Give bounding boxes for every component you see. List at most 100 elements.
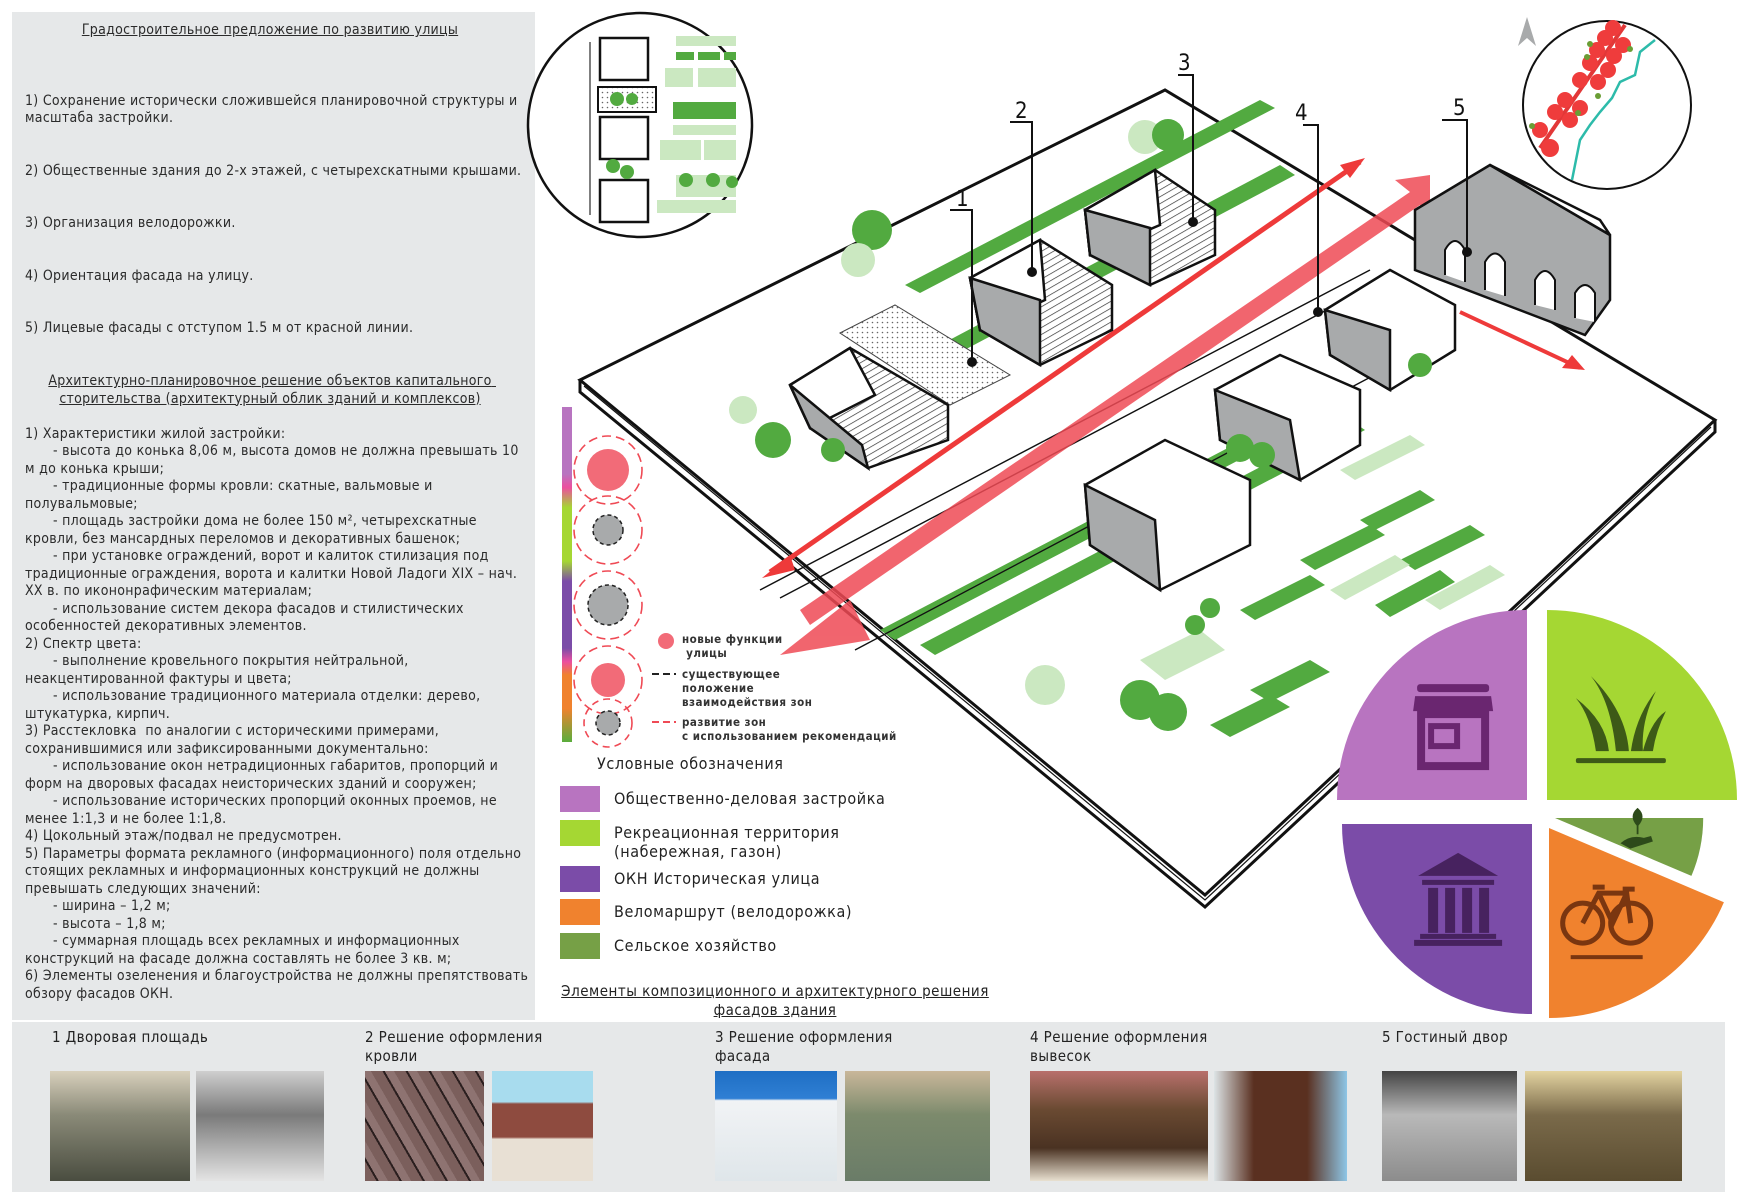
- architecture-sub-item: - высота – 1,8 м;: [53, 915, 166, 932]
- bike-route-arrowhead-right: [1562, 355, 1585, 370]
- heading-architecture: Архитектурно-планировочное решение объек…: [48, 373, 496, 407]
- street-proposal-list: 1) Сохранение исторически сложившейся пл…: [25, 58, 530, 356]
- zone-interaction-circles: [573, 435, 643, 748]
- pie-segment-bike-route: [1549, 828, 1724, 1018]
- legend-label: ОКН Историческая улица: [614, 869, 821, 888]
- building-lower-2: [1083, 438, 1252, 593]
- architecture-item: 2) Спектр цвета:: [25, 635, 142, 652]
- street-development-arrow: [780, 175, 1430, 655]
- shop-icon: [1413, 684, 1494, 771]
- legend-swatch: [560, 820, 600, 846]
- ref-label: 2 Решение оформления кровли: [365, 1028, 543, 1065]
- architecture-item: 6) Элементы озеленения и благоустройства…: [25, 968, 529, 1002]
- new-functions-key-dot: [658, 633, 674, 649]
- legend-swatch: [560, 933, 600, 959]
- building-number-leaders: [950, 74, 1468, 360]
- ref-label: 1 Дворовая площадь: [52, 1028, 209, 1046]
- architecture-item: 4) Цокольный этаж/подвал не предусмотрен…: [25, 828, 342, 844]
- architecture-sub-item: - ширина – 1,2 м;: [53, 898, 171, 914]
- ref-label: 5 Гостиный двор: [1382, 1028, 1509, 1046]
- bike-route-arrow-right: [1459, 310, 1581, 370]
- plan-inset-circle: [526, 11, 754, 239]
- light-green-zones: [1140, 435, 1505, 680]
- heading-street-development: Градостроительное предложение по развити…: [81, 22, 459, 38]
- ref-courtyard: 1 Дворовая площадь: [52, 1028, 267, 1047]
- photo-signage-2: [1214, 1071, 1347, 1181]
- facade-elements-title: Элементы композиционного и архитектурног…: [561, 982, 989, 1019]
- legend-swatch: [560, 899, 600, 925]
- ref-facade: 3 Решение оформления фасада: [715, 1028, 930, 1066]
- key-zone-development: развитие зон с использованием рекомендац…: [682, 715, 897, 743]
- photo-gostiny-dvor-2: [1525, 1071, 1682, 1181]
- legend-label: Общественно-деловая застройка: [614, 789, 886, 808]
- building-2: [968, 237, 1114, 368]
- legend-label: Веломаршрут (велодорожка): [614, 902, 853, 921]
- grass-icon: [1575, 676, 1666, 764]
- ref-roof: 2 Решение оформления кровли: [365, 1028, 580, 1066]
- architecture-sub-item: - использование традиционного материала …: [25, 688, 485, 722]
- architecture-sub-item: - суммарная площадь всех рекламных и инф…: [25, 933, 464, 967]
- pie-segment-recreation: [1547, 610, 1737, 800]
- photo-signage-1: [1030, 1071, 1208, 1181]
- key-new-functions: новые функции улицы: [682, 632, 783, 660]
- key-existing-position: существующее положение взаимодействия зо…: [682, 667, 813, 709]
- legend-item-recreation: Рекреационная территория (набережная, га…: [560, 820, 840, 861]
- building-5-gostiny-dvor: [1413, 163, 1612, 337]
- proposal-item: 4) Ориентация фасада на улицу.: [25, 267, 254, 284]
- trees: [729, 119, 1432, 731]
- legend-title: Условные обозначения: [597, 754, 784, 773]
- architecture-item: 1) Характеристики жилой застройки:: [25, 425, 286, 442]
- photo-roof-1: [365, 1071, 484, 1181]
- building-number-4: 4: [1295, 101, 1308, 126]
- museum-icon: [1414, 852, 1503, 946]
- building-number-3: 3: [1178, 51, 1191, 76]
- proposal-item: 1) Сохранение исторически сложившейся пл…: [25, 92, 522, 127]
- photo-facade-1: [715, 1071, 837, 1181]
- plant-hand-icon: [1620, 807, 1653, 849]
- courtyard-area: [839, 304, 1012, 406]
- architecture-item: 5) Параметры формата рекламного (информа…: [25, 845, 526, 897]
- ref-label: 4 Решение оформления вывесок: [1030, 1028, 1208, 1065]
- architecture-sub-item: - при установке ограждений, ворот и кали…: [25, 548, 522, 599]
- building-1: [788, 346, 950, 471]
- legend-label: Сельское хозяйство: [614, 936, 777, 955]
- legend-item-bike-route: Веломаршрут (велодорожка): [560, 899, 852, 925]
- photo-courtyard-1: [50, 1071, 190, 1181]
- ref-signage: 4 Решение оформления вывесок: [1030, 1028, 1245, 1066]
- proposal-item: 5) Лицевые фасады с отступом 1.5 м от кр…: [25, 320, 414, 336]
- building-number-2: 2: [1015, 99, 1028, 124]
- legend-item-agriculture: Сельское хозяйство: [560, 933, 777, 959]
- architecture-sub-item: - площадь застройки дома не более 150 м²…: [25, 513, 482, 547]
- architecture-sub-item: - выполнение кровельного покрытия нейтра…: [25, 653, 413, 687]
- bicycle-icon: [1560, 884, 1654, 960]
- legend-swatch: [560, 866, 600, 892]
- location-inset-circle: [1522, 20, 1692, 190]
- building-number-dots: [967, 217, 1472, 367]
- legend-swatch: [560, 786, 600, 812]
- north-arrow-icon: [1518, 17, 1536, 46]
- legend-label: Рекреационная территория (набережная, га…: [614, 823, 840, 861]
- bike-route-arrow: [762, 158, 1365, 578]
- architecture-sub-item: - традиционные формы кровли: скатные, ва…: [25, 478, 437, 512]
- left-text-panel: [12, 12, 535, 1020]
- legend-item-historic-street: ОКН Историческая улица: [560, 866, 820, 892]
- architecture-sub-item: - использование окон нетрадиционных габа…: [25, 758, 503, 792]
- architecture-sub-item: - использование исторических пропорций о…: [25, 793, 502, 827]
- photo-roof-2: [492, 1071, 593, 1181]
- ref-gostiny-dvor: 5 Гостиный двор: [1382, 1028, 1597, 1047]
- building-number-5: 5: [1453, 96, 1466, 121]
- land-use-pie: [1337, 610, 1737, 1018]
- architecture-list: 1) Характеристики жилой застройки:- высо…: [25, 426, 530, 1004]
- architecture-item: 3) Расстекловка по аналогии с историческ…: [25, 723, 444, 757]
- building-3: [1083, 167, 1217, 288]
- proposal-item: 2) Общественные здания до 2-х этажей, с …: [25, 162, 522, 179]
- proposal-item: 3) Организация велодорожки.: [25, 215, 236, 231]
- photo-gostiny-dvor-1: [1382, 1071, 1517, 1181]
- zone-spectrum-bar: [562, 407, 572, 742]
- building-number-1: 1: [956, 187, 969, 212]
- architecture-sub-item: - высота до конька 8,06 м, высота домов …: [25, 443, 523, 477]
- photo-courtyard-2: [196, 1071, 324, 1181]
- legend-item-public-business: Общественно-деловая застройка: [560, 786, 885, 812]
- ref-label: 3 Решение оформления фасада: [715, 1028, 893, 1065]
